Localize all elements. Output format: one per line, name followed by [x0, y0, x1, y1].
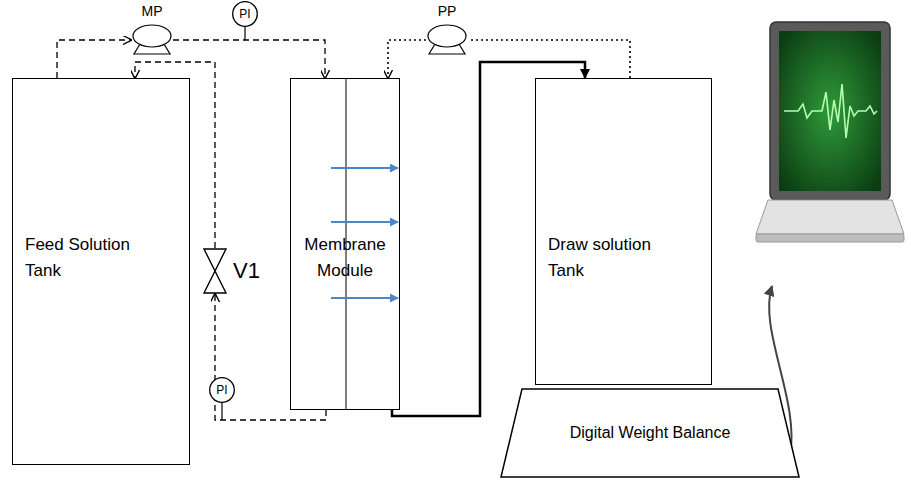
- pump-body: [428, 25, 466, 47]
- waveform: [784, 84, 877, 138]
- laptop-base-lip: [756, 234, 904, 242]
- pump-body: [133, 25, 171, 47]
- feed-pipe: [215, 294, 326, 420]
- pump-label: MP: [142, 2, 163, 20]
- pump-label: PP: [438, 2, 457, 20]
- valve-label: V1: [233, 248, 260, 294]
- weight-balance: Digital Weight Balance: [500, 388, 800, 478]
- laptop-screen: [779, 31, 881, 191]
- laptop-lid: [770, 22, 890, 200]
- feed-pipe: [173, 40, 325, 78]
- gauge-tap: [221, 403, 222, 420]
- weight-balance-label: Digital Weight Balance: [570, 423, 731, 443]
- feed-tank-label: Feed Solution Tank: [25, 232, 150, 284]
- gauge-tap: [244, 27, 245, 40]
- valve-symbol: [204, 249, 226, 293]
- draw-tank: Draw solution Tank: [535, 78, 712, 385]
- pressure-indicator-label: PI: [239, 1, 250, 27]
- pressure-indicator: PI: [209, 377, 235, 403]
- gauge-circle: [210, 378, 235, 403]
- pressure-indicator: PI: [232, 1, 258, 27]
- laptop-base: [756, 200, 904, 234]
- pump: PP: [426, 0, 468, 56]
- flux-arrow: [331, 297, 398, 299]
- valve: V1: [203, 248, 266, 294]
- draw-tank-label: Draw solution Tank: [548, 232, 673, 284]
- membrane-module: Membrane Module: [290, 78, 400, 410]
- feed-pipe: [57, 40, 131, 78]
- pressure-indicator-label: PI: [216, 377, 227, 403]
- draw-pipe: [468, 40, 630, 78]
- pump: MP: [131, 0, 173, 56]
- membrane-module-label: Membrane Module: [297, 232, 393, 284]
- balance-outline: [501, 389, 799, 477]
- feed-pipe: [135, 62, 215, 248]
- flux-arrow: [331, 167, 398, 169]
- feed-tank: Feed Solution Tank: [12, 78, 190, 465]
- draw-pipe: [388, 40, 426, 78]
- flux-arrow: [331, 221, 398, 223]
- gauge-circle: [233, 2, 258, 27]
